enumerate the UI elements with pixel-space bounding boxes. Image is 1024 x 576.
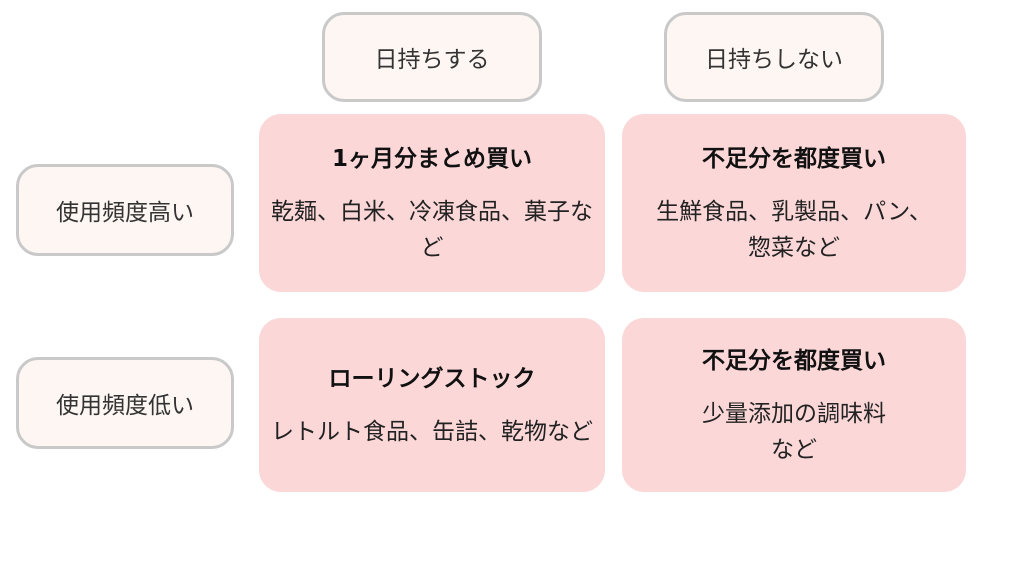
cell-title: 不足分を都度買い [702,146,886,173]
cell-low-usage-short-shelf-life: 不足分を都度買い 少量添加の調味料など [622,318,966,492]
row-header-label: 使用頻度高い [56,200,194,226]
cell-title: 不足分を都度買い [702,348,886,375]
column-header-label: 日持ちしない [705,47,843,73]
row-header-low-usage: 使用頻度低い [16,357,234,449]
cell-body: レトルト食品、缶詰、乾物など [271,419,593,446]
cell-title: ローリングストック [328,366,536,393]
cell-high-usage-long-shelf-life: 1ヶ月分まとめ買い 乾麺、白米、冷凍食品、菓子など [259,114,605,292]
row-header-label: 使用頻度低い [56,393,194,419]
cell-body: 乾麺、白米、冷凍食品、菓子など [271,199,593,261]
row-header-high-usage: 使用頻度高い [16,164,234,256]
cell-body: 生鮮食品、乳製品、パン、惣菜など [656,199,932,261]
column-header-long-shelf-life: 日持ちする [322,12,542,102]
cell-high-usage-short-shelf-life: 不足分を都度買い 生鮮食品、乳製品、パン、惣菜など [622,114,966,292]
cell-title: 1ヶ月分まとめ買い [331,146,532,173]
cell-body: 少量添加の調味料など [702,401,886,463]
column-header-short-shelf-life: 日持ちしない [664,12,884,102]
column-header-label: 日持ちする [374,47,490,73]
cell-low-usage-long-shelf-life: ローリングストック レトルト食品、缶詰、乾物など [259,318,605,492]
